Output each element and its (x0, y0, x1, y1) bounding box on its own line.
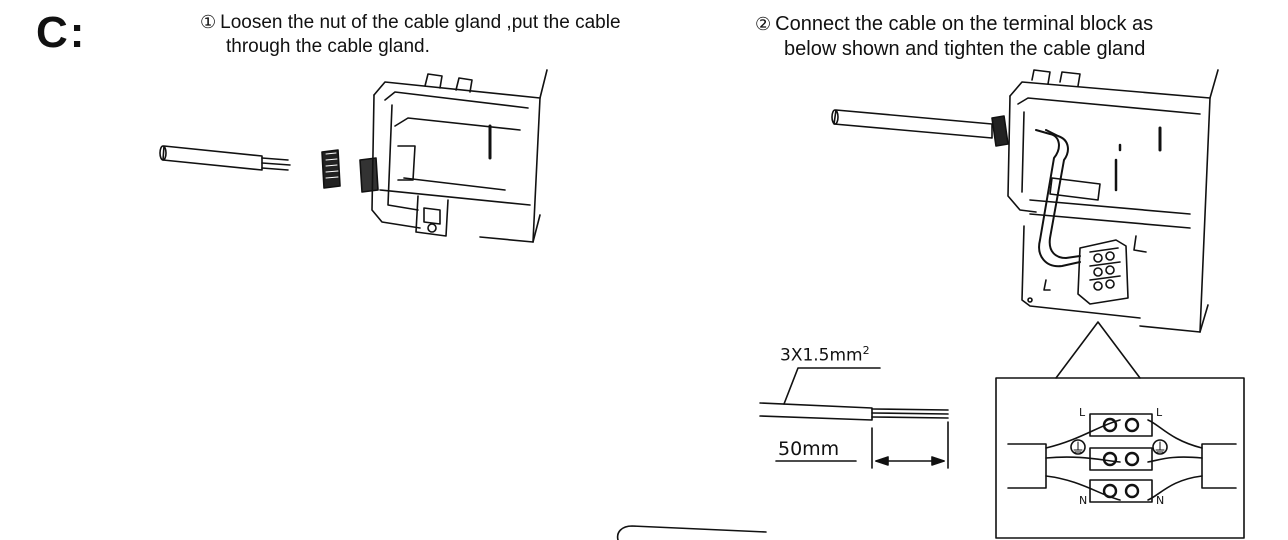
callout-pointer (1055, 321, 1141, 379)
housing-end-step1 (371, 69, 548, 243)
step-2-line-2: below shown and tighten the cable gland (784, 38, 1146, 60)
strip-length-label: 50mm (778, 438, 840, 460)
step1-cable-drawing (159, 145, 291, 171)
step-1-number: ① (200, 12, 217, 32)
cable-size-label: 3X1.5mm2 (780, 344, 870, 366)
terminal-n-right: N (1156, 494, 1165, 507)
step2-cable-drawing (831, 109, 1009, 147)
section-label: C: (36, 8, 87, 57)
stripped-cable-drawing (759, 367, 949, 469)
terminal-zoom-box (995, 377, 1245, 539)
housing-step2 (1007, 69, 1219, 333)
step-2-number: ② (755, 14, 772, 34)
step-1-line-2: through the cable gland. (226, 36, 430, 57)
step-1-line-1: Loosen the nut of the cable gland ,put t… (220, 12, 621, 33)
step-2-line-1: Connect the cable on the terminal block … (775, 13, 1154, 35)
terminal-l-left: L (1079, 406, 1086, 419)
gland-nut-drawing (321, 149, 379, 193)
lower-fragment (616, 525, 767, 540)
terminal-l-right: L (1156, 406, 1163, 419)
terminal-n-left: N (1079, 494, 1088, 507)
